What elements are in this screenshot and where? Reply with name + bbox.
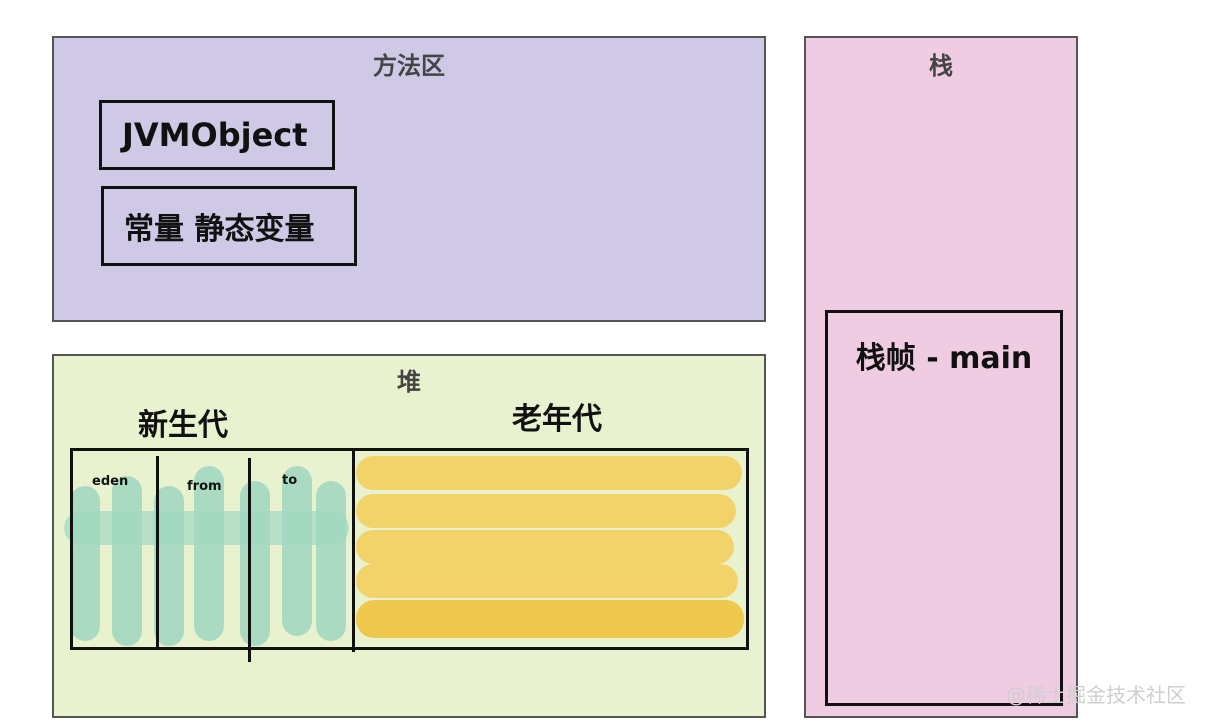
old-gen-label: 老年代 — [512, 402, 602, 437]
eden-from-divider — [156, 456, 159, 648]
method-area-title: 方法区 — [373, 52, 445, 80]
jvmobject-label: JVMObject — [122, 116, 308, 154]
watermark: @稀土掘金技术社区 — [1006, 683, 1186, 707]
heap-area: 堆 新生代 老年代 eden from to — [52, 354, 766, 718]
to-label: to — [282, 473, 298, 488]
young-old-divider — [352, 450, 355, 652]
young-gen-label: 新生代 — [138, 408, 228, 443]
stack-area: 栈 栈帧 - main — [804, 36, 1078, 718]
from-label: from — [187, 479, 222, 494]
constants-static-label: 常量 静态变量 — [124, 212, 315, 247]
eden-label: eden — [92, 474, 129, 489]
heap-title: 堆 — [397, 368, 421, 396]
heap-generations-box — [70, 448, 749, 650]
stack-frame-main: 栈帧 - main — [825, 310, 1063, 706]
stack-title: 栈 — [929, 52, 953, 80]
constants-static-box: 常量 静态变量 — [101, 186, 357, 266]
method-area: 方法区 JVMObject 常量 静态变量 — [52, 36, 766, 322]
from-to-divider — [248, 458, 251, 662]
stack-frame-label: 栈帧 - main — [855, 341, 1033, 376]
jvmobject-box: JVMObject — [99, 100, 335, 170]
